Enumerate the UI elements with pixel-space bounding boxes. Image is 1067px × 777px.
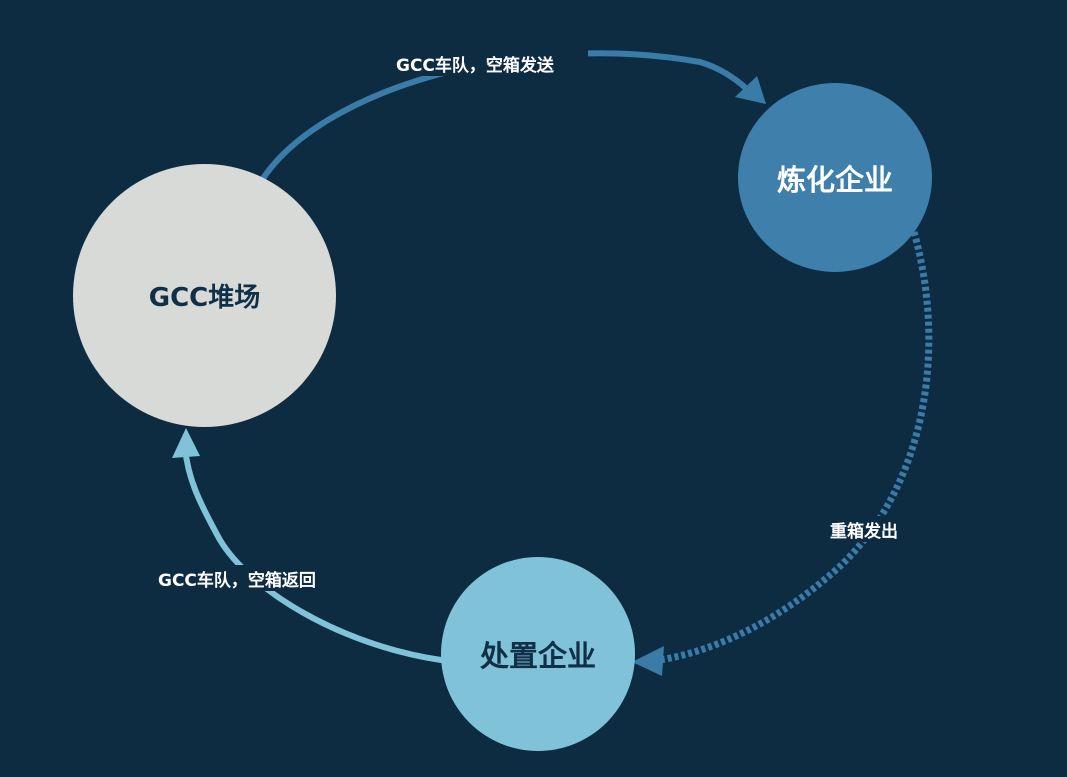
node-gcc-yard: GCC堆场 xyxy=(73,164,336,427)
node-disposal: 处置企业 xyxy=(441,557,635,751)
arrow-refinery-to-disposal xyxy=(659,231,933,664)
edge-label-empty-send: GCC车队，空箱发送 xyxy=(396,56,554,76)
arrowhead-refinery xyxy=(735,76,766,104)
node-refinery-label: 炼化企业 xyxy=(776,162,893,197)
arrow-yard-to-refinery-tail xyxy=(697,59,751,93)
arrow-disposal-to-yard xyxy=(182,445,444,663)
arrowhead-yard xyxy=(172,428,200,458)
node-gcc-yard-label: GCC堆场 xyxy=(148,283,261,313)
node-refinery: 炼化企业 xyxy=(738,83,932,272)
edge-label-empty-return: GCC车队，空箱返回 xyxy=(158,571,316,591)
node-disposal-label: 处置企业 xyxy=(479,639,596,673)
arrowhead-disposal xyxy=(632,646,664,676)
edge-label-heavy-send: 重箱发出 xyxy=(830,522,898,542)
